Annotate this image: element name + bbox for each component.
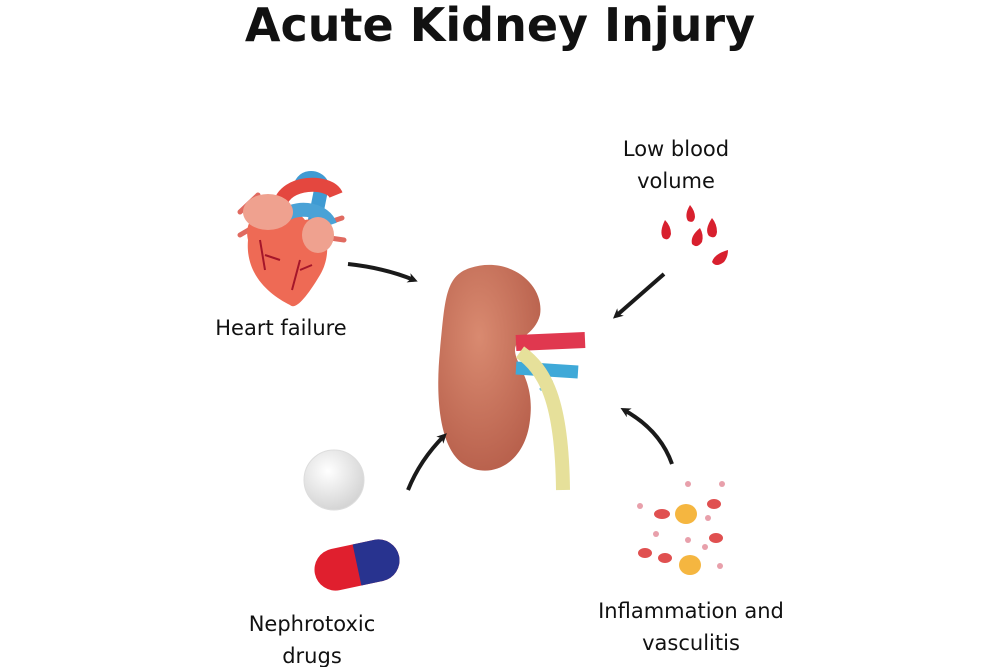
label-line: Nephrotoxic: [248, 612, 376, 636]
label-nephrotoxic-drugs: Nephrotoxic drugs: [232, 608, 392, 667]
arrow-blood-to-kidney: [612, 272, 666, 319]
inflammation-particles-icon: [637, 481, 725, 575]
label-heart-failure: Heart failure: [215, 316, 347, 340]
label-line: volume: [637, 169, 715, 193]
arrow-heart-to-kidney: [347, 262, 418, 283]
label-line: Low blood: [622, 137, 730, 161]
pill-icon: [303, 449, 400, 591]
label-line: drugs: [282, 644, 342, 667]
arrow-inflammation-to-kidney: [620, 408, 674, 465]
label-inflammation-vasculitis: Inflammation and vasculitis: [586, 595, 796, 659]
label-low-blood-volume: Low blood volume: [606, 133, 746, 197]
heart-icon: [237, 171, 347, 307]
arrow-drugs-to-kidney: [406, 433, 447, 491]
blood-drops-icon: [661, 205, 728, 265]
label-line: vasculitis: [642, 631, 740, 655]
diagram-title: Acute Kidney Injury: [244, 0, 756, 52]
kidney-icon: [438, 264, 586, 491]
label-line: Inflammation and: [598, 599, 784, 623]
